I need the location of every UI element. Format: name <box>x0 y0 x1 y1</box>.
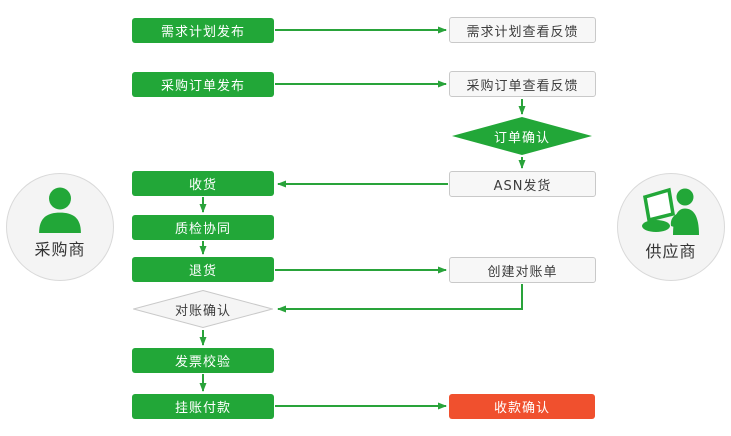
node-create-statement: 创建对账单 <box>449 257 596 283</box>
diamond-reconcile-confirm: 对账确认 <box>133 290 273 328</box>
diamond-reconcile-label: 对账确认 <box>174 303 231 319</box>
diamond-order-confirm-label: 订单确认 <box>493 130 550 146</box>
node-demand-plan-feedback: 需求计划查看反馈 <box>449 17 596 43</box>
diamond-order-confirm: 订单确认 <box>452 117 592 155</box>
node-po-feedback: 采购订单查看反馈 <box>449 71 596 97</box>
node-invoice-check: 发票校验 <box>132 348 274 373</box>
arrow-statement-to-reconcile <box>277 284 523 313</box>
node-quality-collab: 质检协同 <box>132 215 274 240</box>
node-po-publish: 采购订单发布 <box>132 72 274 97</box>
buyer-label: 采购商 <box>34 240 86 259</box>
node-return-goods: 退货 <box>132 257 274 282</box>
supplier-actor-circle: 供应商 <box>617 173 725 281</box>
buyer-person-icon <box>37 187 83 233</box>
supplier-label: 供应商 <box>645 242 697 261</box>
supplier-person-laptop-icon <box>639 187 703 235</box>
buyer-actor-circle: 采购商 <box>6 173 114 281</box>
node-asn-ship: ASN发货 <box>449 171 596 197</box>
node-receive-goods: 收货 <box>132 171 274 196</box>
node-payment-confirm: 收款确认 <box>449 394 595 419</box>
node-demand-plan-publish: 需求计划发布 <box>132 18 274 43</box>
node-book-payment: 挂账付款 <box>132 394 274 419</box>
